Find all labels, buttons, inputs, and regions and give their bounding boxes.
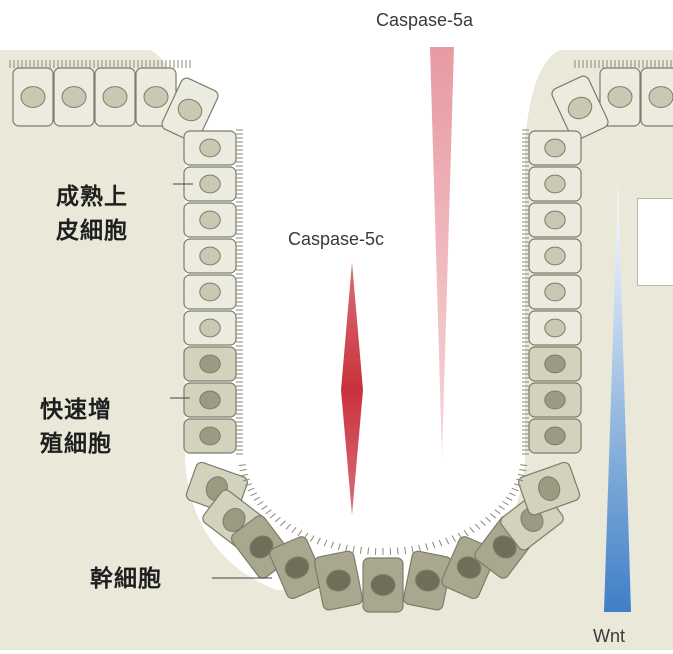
epithelial-cell bbox=[13, 68, 53, 126]
epithelial-cell bbox=[529, 131, 581, 165]
caspase-5a-gradient bbox=[430, 47, 454, 458]
epithelial-cell bbox=[529, 383, 581, 417]
mature-cells-label: 成熟上 皮細胞 bbox=[56, 180, 128, 248]
caspase-5a-label: Caspase-5a bbox=[376, 10, 473, 31]
wnt-label: Wnt bbox=[593, 626, 625, 647]
epithelial-cell bbox=[54, 68, 94, 126]
epithelial-cell bbox=[184, 383, 236, 417]
epithelial-cell bbox=[184, 239, 236, 273]
epithelial-cell bbox=[184, 203, 236, 237]
epithelial-cell bbox=[184, 131, 236, 165]
epithelial-cell bbox=[529, 239, 581, 273]
proliferating-cells-label: 快速增 殖細胞 bbox=[40, 393, 112, 461]
epithelial-cell bbox=[529, 419, 581, 453]
epithelial-cell bbox=[363, 558, 403, 612]
clipped-label-box bbox=[637, 198, 673, 286]
caspase-5c-label: Caspase-5c bbox=[288, 229, 384, 250]
epithelial-cell bbox=[529, 203, 581, 237]
epithelial-cell bbox=[529, 167, 581, 201]
epithelial-cell bbox=[184, 347, 236, 381]
proliferating-cells-label-line2: 殖細胞 bbox=[40, 427, 112, 461]
mature-cells-label-line1: 成熟上 bbox=[56, 180, 128, 214]
epithelial-cell bbox=[641, 68, 673, 126]
proliferating-cells-label-line1: 快速增 bbox=[40, 393, 112, 427]
epithelial-cell bbox=[529, 275, 581, 309]
epithelial-cell bbox=[529, 311, 581, 345]
stem-cells-label: 幹細胞 bbox=[90, 562, 162, 596]
epithelial-cell bbox=[95, 68, 135, 126]
epithelial-cell bbox=[184, 311, 236, 345]
epithelial-cell bbox=[184, 419, 236, 453]
caspase-5c-gradient bbox=[341, 262, 363, 515]
epithelial-cell bbox=[184, 275, 236, 309]
epithelial-cell bbox=[529, 347, 581, 381]
mature-cells-label-line2: 皮細胞 bbox=[56, 214, 128, 248]
